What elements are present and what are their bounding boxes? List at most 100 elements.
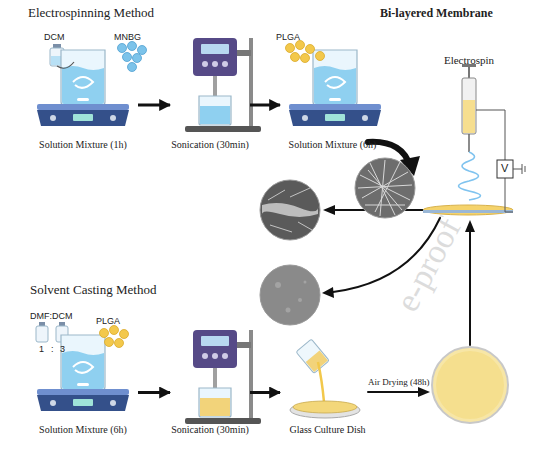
electrospin-setup-part: [497, 160, 513, 178]
electrospin-setup-part: [423, 205, 513, 215]
plga-particles-part: [291, 53, 300, 62]
solvent-vials-part: [39, 322, 45, 326]
glass-culture-dish-part-part: [306, 351, 328, 373]
bottom-sonicator-part: [185, 330, 261, 424]
process-step: Solution Mixture (6h): [28, 350, 138, 435]
process-step: Electrospin: [434, 54, 504, 74]
sem-images-part-part: [298, 298, 302, 302]
process-step: Solution Mixture (6h): [280, 60, 385, 150]
plga-particles-part: [100, 329, 109, 338]
plga-particles-part: [110, 326, 119, 335]
step-heading: Electrospin: [434, 54, 504, 66]
top-sonicator: [185, 38, 261, 132]
sem-images-part-part: [304, 281, 307, 284]
plga-particles: [100, 326, 129, 348]
process-arrow: [138, 104, 170, 107]
process-step: Sonication (30min): [170, 350, 250, 435]
mnbg-particles-part: [128, 42, 137, 51]
glass-culture-dish-part: [293, 401, 357, 413]
plga-particles-part: [301, 54, 310, 63]
part-label: 1: [39, 344, 44, 354]
mnbg-particles-part: [123, 53, 132, 62]
bottom-sonicator-part: [200, 398, 230, 416]
plga-particles-part: [105, 338, 114, 347]
part-label: DCM: [44, 32, 65, 42]
solvent-vials-part: [36, 326, 48, 342]
dried-film-dish-part: [436, 351, 504, 419]
solvent-vials-part: [59, 322, 65, 326]
part-label: MNBG: [114, 32, 141, 42]
electrospin-setup-part: [476, 110, 505, 160]
process-arrows-part: [322, 287, 334, 298]
watermark: e-proof: [388, 212, 469, 318]
electrospin-setup-part: [505, 178, 513, 212]
sem-images-part: [260, 180, 320, 240]
process-arrow: [138, 391, 170, 394]
plga-particles-part: [316, 52, 325, 61]
sem-images-part: [355, 158, 415, 218]
plga-particles-part: [306, 45, 315, 54]
section-heading: Solvent Casting Method: [30, 282, 156, 298]
glass-culture-dish-part: [296, 339, 329, 373]
plga-particles: [286, 41, 325, 63]
glass-culture-dish-part-part: [296, 339, 329, 373]
sem-images-part-part: [270, 225, 292, 232]
sem-images-part-part: [368, 170, 402, 210]
diagram-title: Bi-layered Membrane: [380, 6, 493, 21]
part-label: PLGA: [96, 316, 120, 326]
section-heading: Electrospinning Method: [28, 5, 154, 21]
process-arrows-part: [465, 220, 475, 232]
electrospin-setup-part: [463, 100, 475, 133]
mnbg-particles-part: [118, 44, 127, 53]
electrospin-setup-part: [522, 164, 523, 174]
mnbg-particles-part: [133, 54, 142, 63]
step-caption: Solution Mixture (6h): [28, 424, 138, 435]
part-label: :: [51, 344, 54, 354]
dried-film-dish-part: [432, 347, 508, 423]
electrospin-setup-part: [462, 78, 476, 134]
sem-images-part-part: [380, 160, 385, 216]
part-label: DMF:DCM: [30, 311, 73, 321]
step-caption: Solution Mixture (6h): [280, 139, 385, 150]
step-caption: Sonication (30min): [170, 139, 250, 150]
sem-images-part-part: [298, 222, 312, 230]
top-stirrer-1: [37, 42, 147, 127]
glass-culture-dish-part: [318, 362, 324, 402]
top-stirrer-1-part: [37, 50, 129, 126]
plga-particles-part: [120, 330, 129, 339]
part-label: V: [501, 162, 508, 174]
process-arrows-part: [418, 387, 430, 397]
electrospin-setup-part: [513, 169, 522, 170]
bottom-sonicator: [185, 330, 261, 424]
process-step: Glass Culture Dish: [280, 350, 375, 435]
part-label: 3: [60, 344, 65, 354]
step-caption: Glass Culture Dish: [280, 424, 375, 435]
bottom-stirrer-part: [37, 335, 129, 411]
plga-particles-part: [286, 44, 295, 53]
electrospin-setup-part: [423, 210, 513, 213]
dcm-vial-part: [53, 44, 61, 48]
sem-images-part: [358, 160, 412, 216]
top-stirrer-1-part: [57, 62, 74, 68]
process-arrows-part: [368, 391, 420, 393]
step-caption: Sonication (30min): [170, 424, 250, 435]
glass-culture-dish-part: [290, 402, 360, 418]
process-arrow: [250, 391, 280, 394]
part-label: PLGA: [276, 32, 300, 42]
process-arrow: [250, 104, 280, 107]
electrospin-setup-part: [459, 152, 481, 200]
sem-images-part-part: [365, 205, 405, 206]
glass-culture-dish: [290, 339, 360, 418]
sem-images-part-part: [358, 185, 412, 188]
electrospin-setup-part: [468, 134, 470, 152]
electrospin-setup-part: [525, 166, 526, 172]
process-step: Sonication (30min): [170, 60, 250, 150]
mnbg-particles-part: [138, 46, 147, 55]
sem-images-part-part: [290, 188, 310, 197]
electrospin-setup-part: [468, 66, 470, 78]
process-step: Solution Mixture (1h): [28, 60, 138, 150]
sem-images-part-part: [268, 190, 285, 200]
part-label: Air Drying (48h): [368, 377, 430, 387]
